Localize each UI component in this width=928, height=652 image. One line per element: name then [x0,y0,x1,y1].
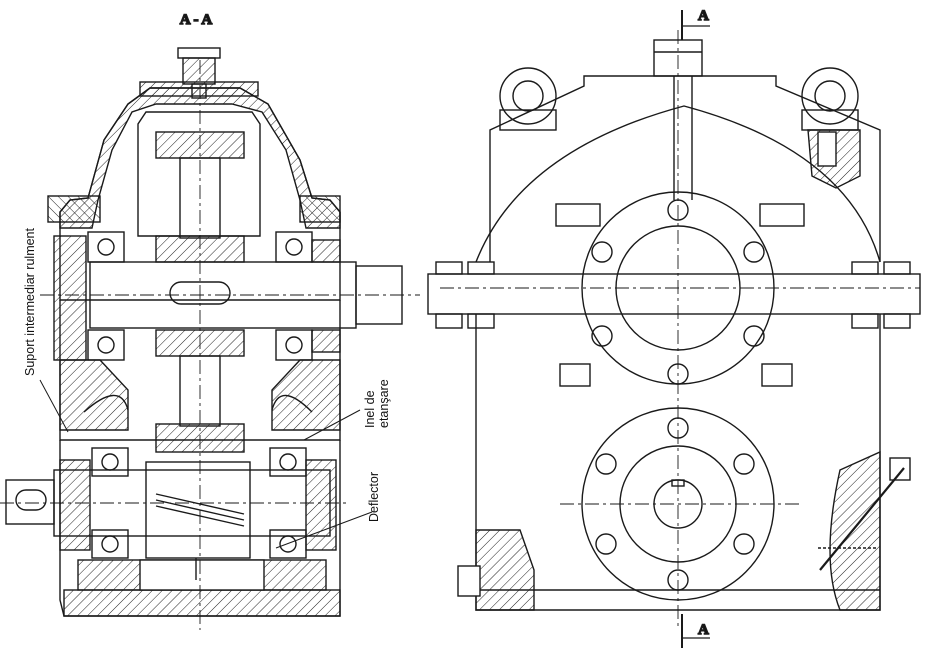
large-gear [155,131,245,453]
lifting-eye-right [801,67,861,189]
section-view: A - A [0,11,420,630]
section-title: A - A [180,12,213,28]
lifting-eye-left [499,67,557,131]
label-deflector: Deflector [367,472,381,522]
label-bearing-support: Suport intermediar rulment [23,227,37,376]
label-seal-ring-2: etanşare [377,379,391,428]
section-marker-bottom: A [698,622,709,638]
upper-shaft [40,261,420,329]
flange-bolts [435,203,911,387]
split-flange [427,273,921,315]
upper-bearing-right [275,231,313,361]
front-view: A A [427,7,921,648]
upper-bearing-left [87,231,125,361]
label-seal-ring-1: Inel de [363,390,377,428]
section-marker-top: A [698,8,709,24]
